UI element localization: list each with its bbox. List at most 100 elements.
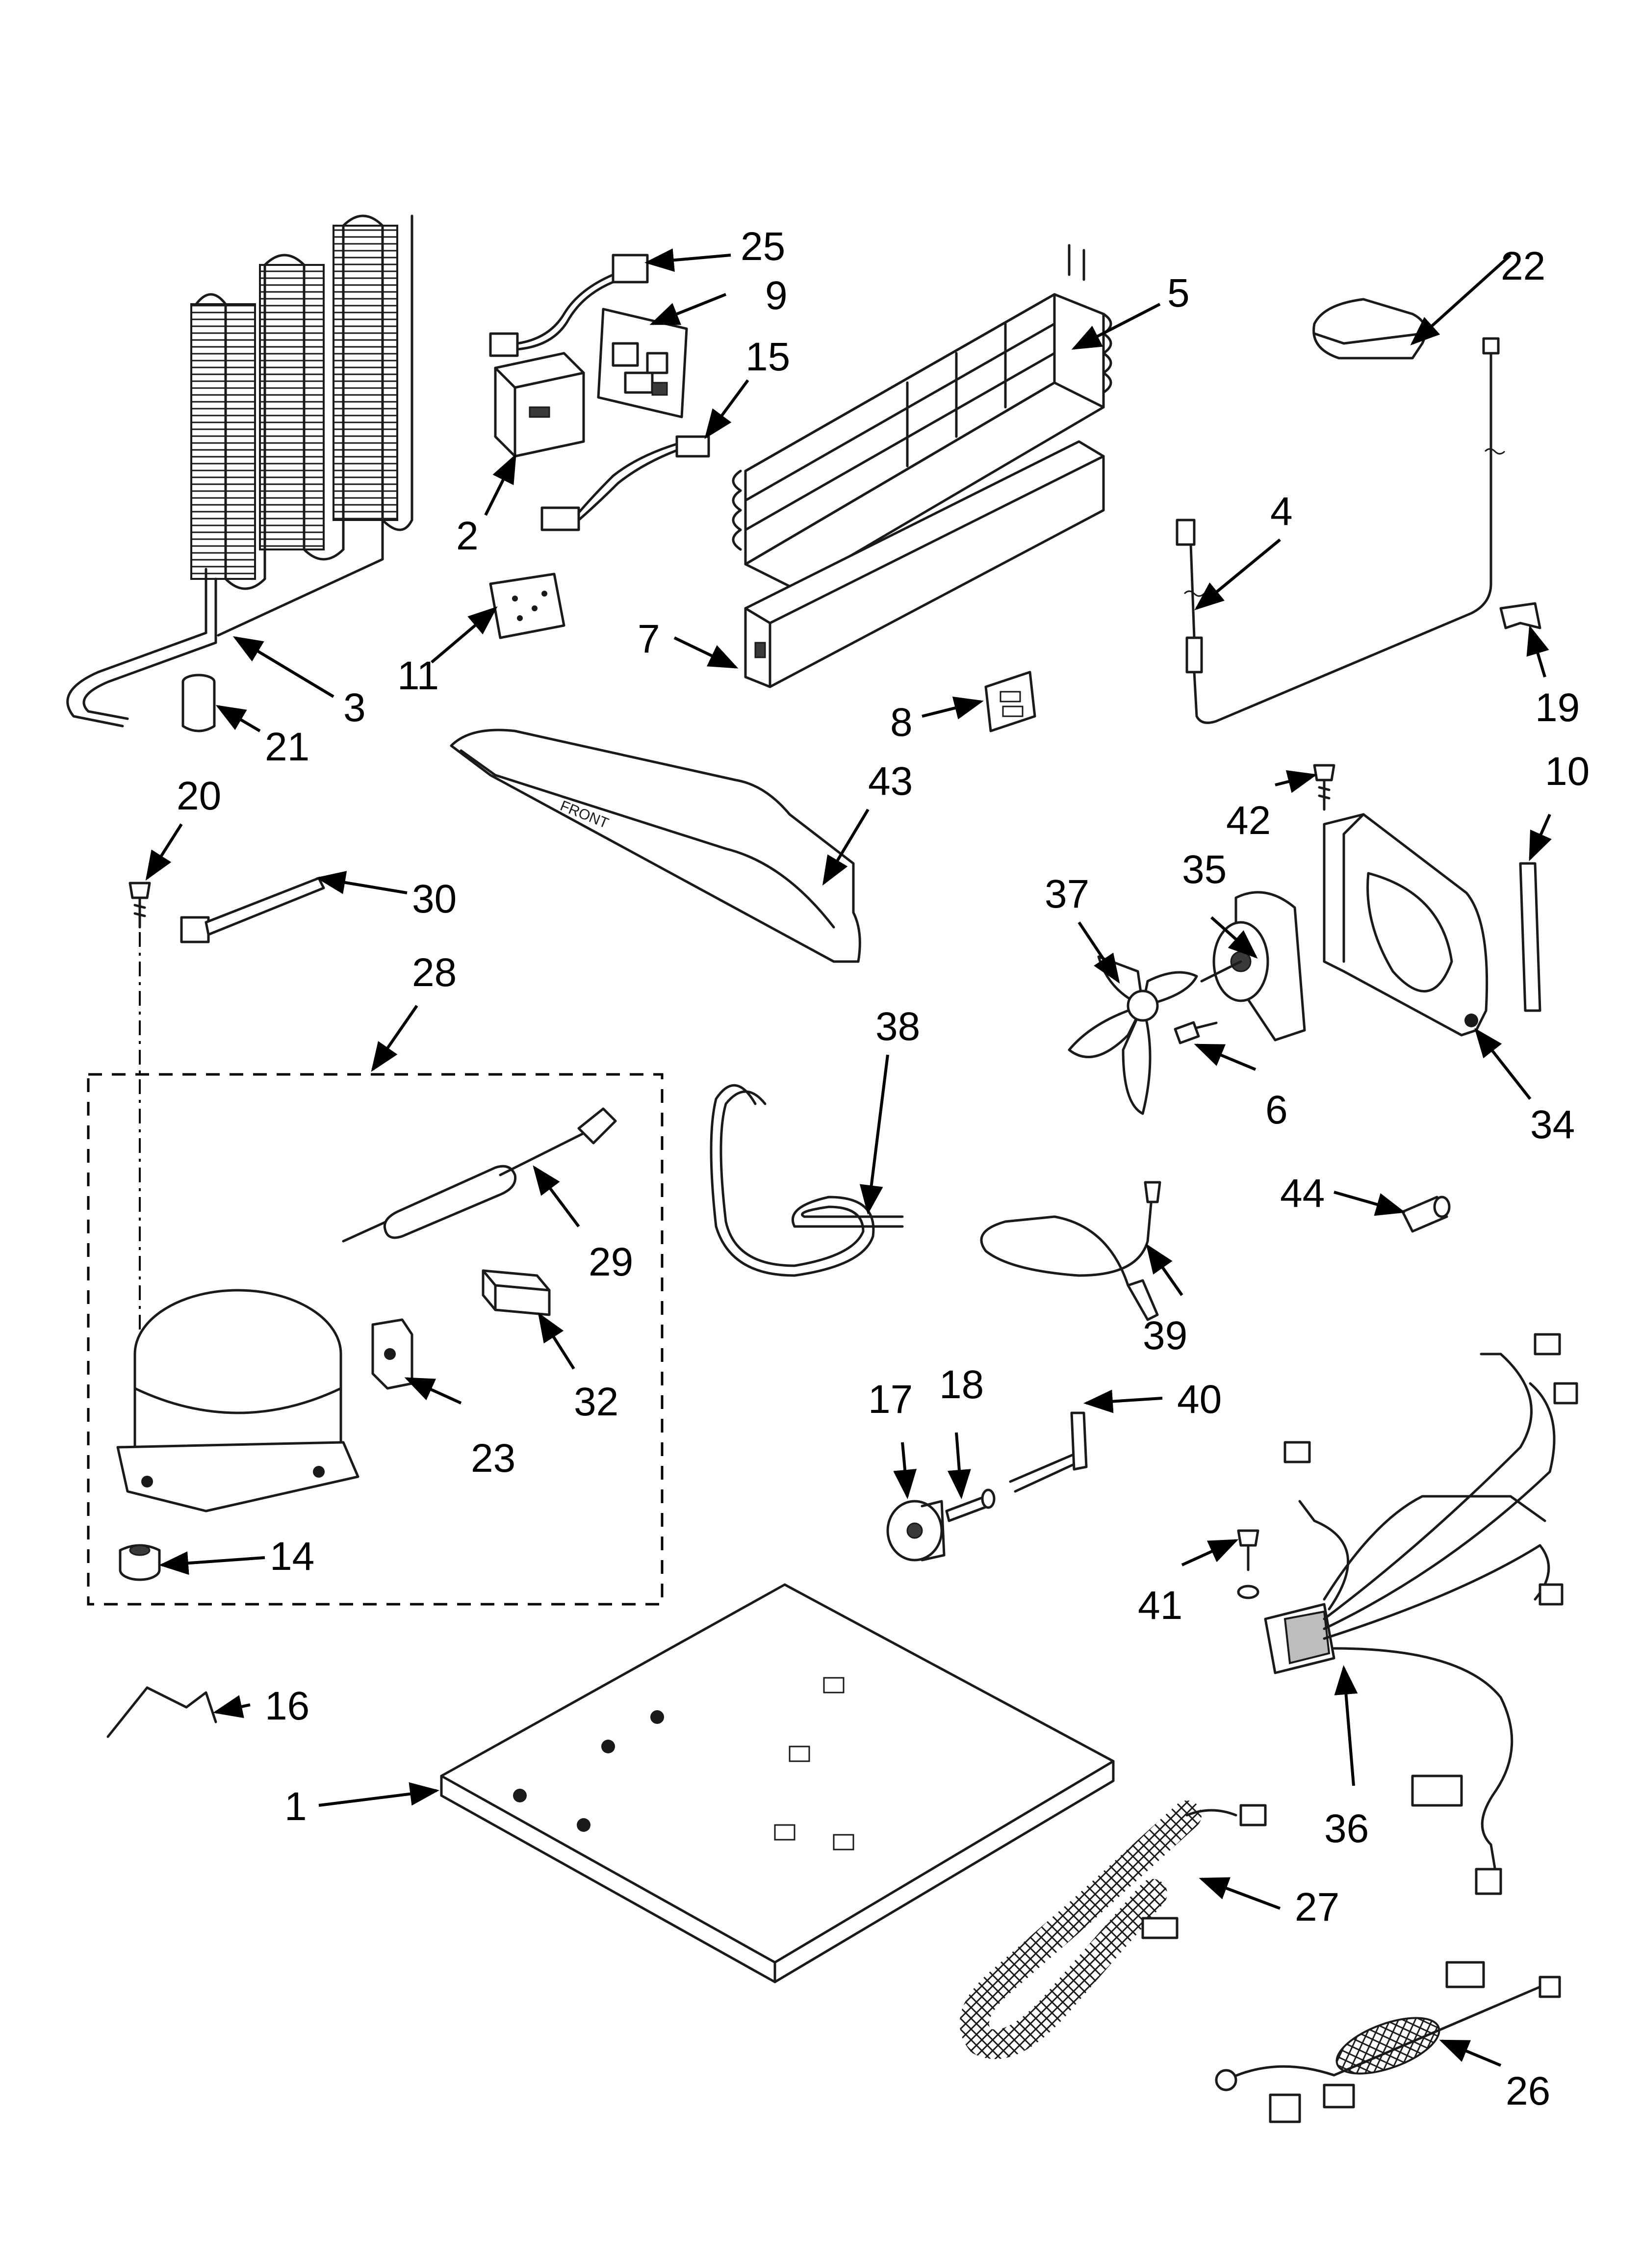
callout-16: 16 [265, 1684, 309, 1728]
callout-labels: 25 9 15 2 11 3 21 5 22 4 7 8 19 43 20 30… [177, 224, 1590, 2113]
wire-clip-part [106, 1686, 217, 1738]
control-board-part [597, 308, 688, 418]
callout-37: 37 [1045, 872, 1089, 916]
leader-15 [704, 379, 749, 439]
callout-39: 39 [1143, 1313, 1187, 1358]
leader-3 [232, 636, 334, 698]
callout-20: 20 [177, 774, 221, 818]
base-frame-part [440, 1583, 1115, 1983]
callout-4: 4 [1270, 489, 1293, 534]
leader-2 [484, 453, 516, 516]
tube-38-part [710, 1084, 904, 1277]
leader-14 [159, 1551, 265, 1575]
leader-lines [145, 248, 1552, 2067]
callout-41: 41 [1138, 1583, 1182, 1628]
leader-37 [1078, 921, 1120, 984]
callout-9: 9 [765, 273, 788, 318]
leader-34 [1474, 1028, 1532, 1100]
clip-8-part [984, 671, 1036, 732]
callout-10: 10 [1545, 749, 1590, 794]
leader-41 [1181, 1539, 1239, 1566]
tube-39-part [980, 1181, 1161, 1321]
screw-42-part [1313, 764, 1335, 811]
compressor-part [116, 1289, 359, 1512]
leader-9 [649, 293, 727, 325]
callout-32: 32 [574, 1380, 618, 1424]
callout-27: 27 [1295, 1885, 1339, 1929]
callout-17: 17 [868, 1377, 913, 1422]
leader-27 [1199, 1877, 1281, 1910]
callout-2: 2 [456, 514, 479, 558]
condenser-part [66, 214, 413, 728]
start-relay-part [371, 1318, 413, 1390]
callout-30: 30 [412, 877, 457, 921]
connector-44-part [1401, 1196, 1451, 1233]
fan-shroud-part [1323, 813, 1488, 1037]
leader-6 [1194, 1043, 1257, 1071]
cap-part [181, 674, 216, 732]
leader-1 [318, 1782, 439, 1807]
callout-38: 38 [875, 1004, 920, 1049]
callout-25: 25 [741, 224, 785, 269]
harness-26-part [1215, 1961, 1561, 2123]
callout-23: 23 [471, 1436, 515, 1481]
callout-5: 5 [1167, 271, 1190, 315]
leader-32 [538, 1312, 575, 1370]
leader-28 [371, 1005, 418, 1072]
leader-21 [215, 704, 261, 732]
screw-20-part [128, 882, 151, 929]
callout-44: 44 [1280, 1171, 1325, 1216]
roller-part [886, 1500, 946, 1562]
wire-harness-25-part [489, 254, 649, 357]
leader-11 [431, 606, 498, 664]
screw-6-part [1174, 1021, 1218, 1044]
callout-42: 42 [1226, 798, 1271, 843]
callout-11: 11 [397, 653, 439, 698]
relay-part [494, 352, 585, 458]
leader-44 [1334, 1191, 1406, 1216]
overload-part [482, 1269, 551, 1316]
leader-8 [922, 696, 984, 720]
leader-35 [1210, 916, 1258, 959]
leader-42 [1275, 770, 1317, 793]
leader-5 [1071, 303, 1161, 350]
callout-26: 26 [1506, 2069, 1550, 2113]
callout-21: 21 [265, 725, 309, 769]
leader-26 [1439, 2039, 1502, 2067]
callout-43: 43 [868, 759, 913, 804]
harness-27-part [959, 1800, 1267, 2059]
cable-tie-part [180, 877, 325, 943]
callout-18: 18 [939, 1362, 984, 1407]
drain-pan-part: FRONT [450, 729, 861, 963]
fan-motor-part [1200, 891, 1306, 1042]
leader-22 [1410, 254, 1512, 346]
callout-8: 8 [890, 700, 913, 745]
grommet-part [119, 1544, 161, 1581]
compressor-assembly-group [87, 932, 664, 1606]
leader-19 [1526, 625, 1549, 678]
leader-10 [1529, 813, 1552, 861]
callout-35: 35 [1182, 847, 1227, 892]
wire-harness-15-part [540, 435, 710, 531]
leader-4 [1194, 538, 1281, 610]
leader-43 [822, 808, 870, 886]
leader-29 [533, 1165, 580, 1227]
leader-30 [316, 871, 408, 894]
drier-part [342, 1107, 617, 1243]
callout-29: 29 [589, 1240, 633, 1284]
leader-17 [893, 1442, 917, 1499]
hex-key-part [1009, 1411, 1088, 1493]
leader-20 [145, 823, 183, 881]
callout-40: 40 [1177, 1377, 1222, 1422]
drain-trough-part [744, 440, 1105, 688]
leader-36 [1334, 1665, 1358, 1786]
screw-41-part [1237, 1529, 1259, 1599]
callout-28: 28 [412, 950, 457, 995]
callout-19: 19 [1535, 685, 1580, 730]
callout-3: 3 [343, 685, 366, 730]
callout-6: 6 [1265, 1088, 1288, 1132]
main-harness-part [1264, 1333, 1578, 1895]
leader-7 [673, 636, 739, 669]
sensor-4-part [1176, 337, 1506, 724]
clip-19-part [1499, 602, 1541, 629]
